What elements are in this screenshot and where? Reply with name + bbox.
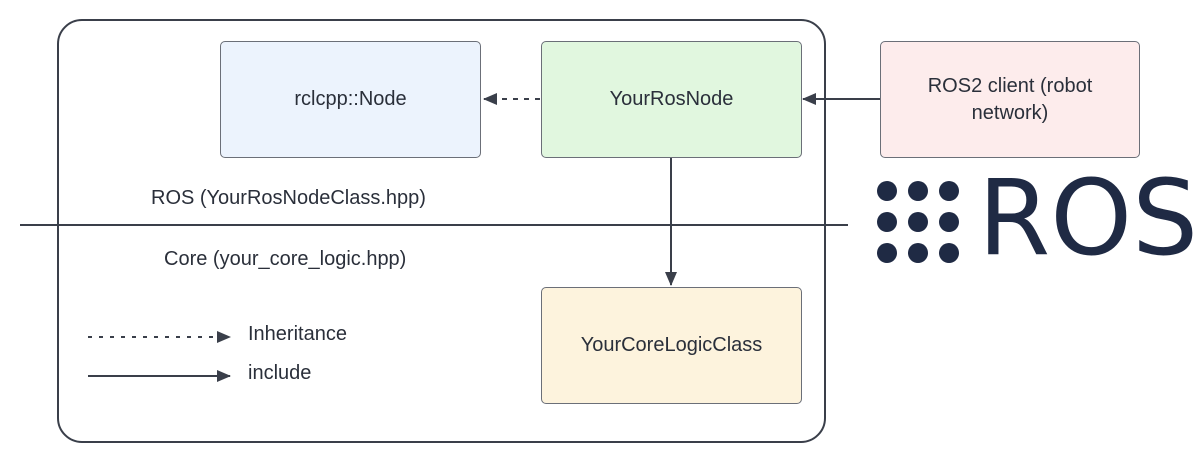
legend-include-label: include: [248, 362, 312, 384]
core-logic-box: YourCoreLogicClass: [541, 287, 802, 404]
rclcpp-node-label: rclcpp::Node: [294, 88, 407, 110]
your-ros-node-label: YourRosNode: [609, 88, 734, 110]
your-ros-node-box: YourRosNode: [541, 41, 802, 158]
ros2-client-box: ROS2 client (robot network): [880, 41, 1140, 158]
core-logic-label: YourCoreLogicClass: [580, 334, 763, 356]
container-frame: [57, 19, 826, 443]
ros-logo-dots-icon: [877, 181, 959, 263]
core-region-label: Core (your_core_logic.hpp): [164, 248, 407, 270]
ros-region-label: ROS (YourRosNodeClass.hpp): [151, 187, 426, 209]
rclcpp-node-box: rclcpp::Node: [220, 41, 481, 158]
legend-inheritance-label: Inheritance: [248, 323, 347, 345]
ros2-client-label: ROS2 client (robot network): [927, 74, 1093, 124]
ros-logo-wordmark: ROS: [978, 157, 1199, 279]
